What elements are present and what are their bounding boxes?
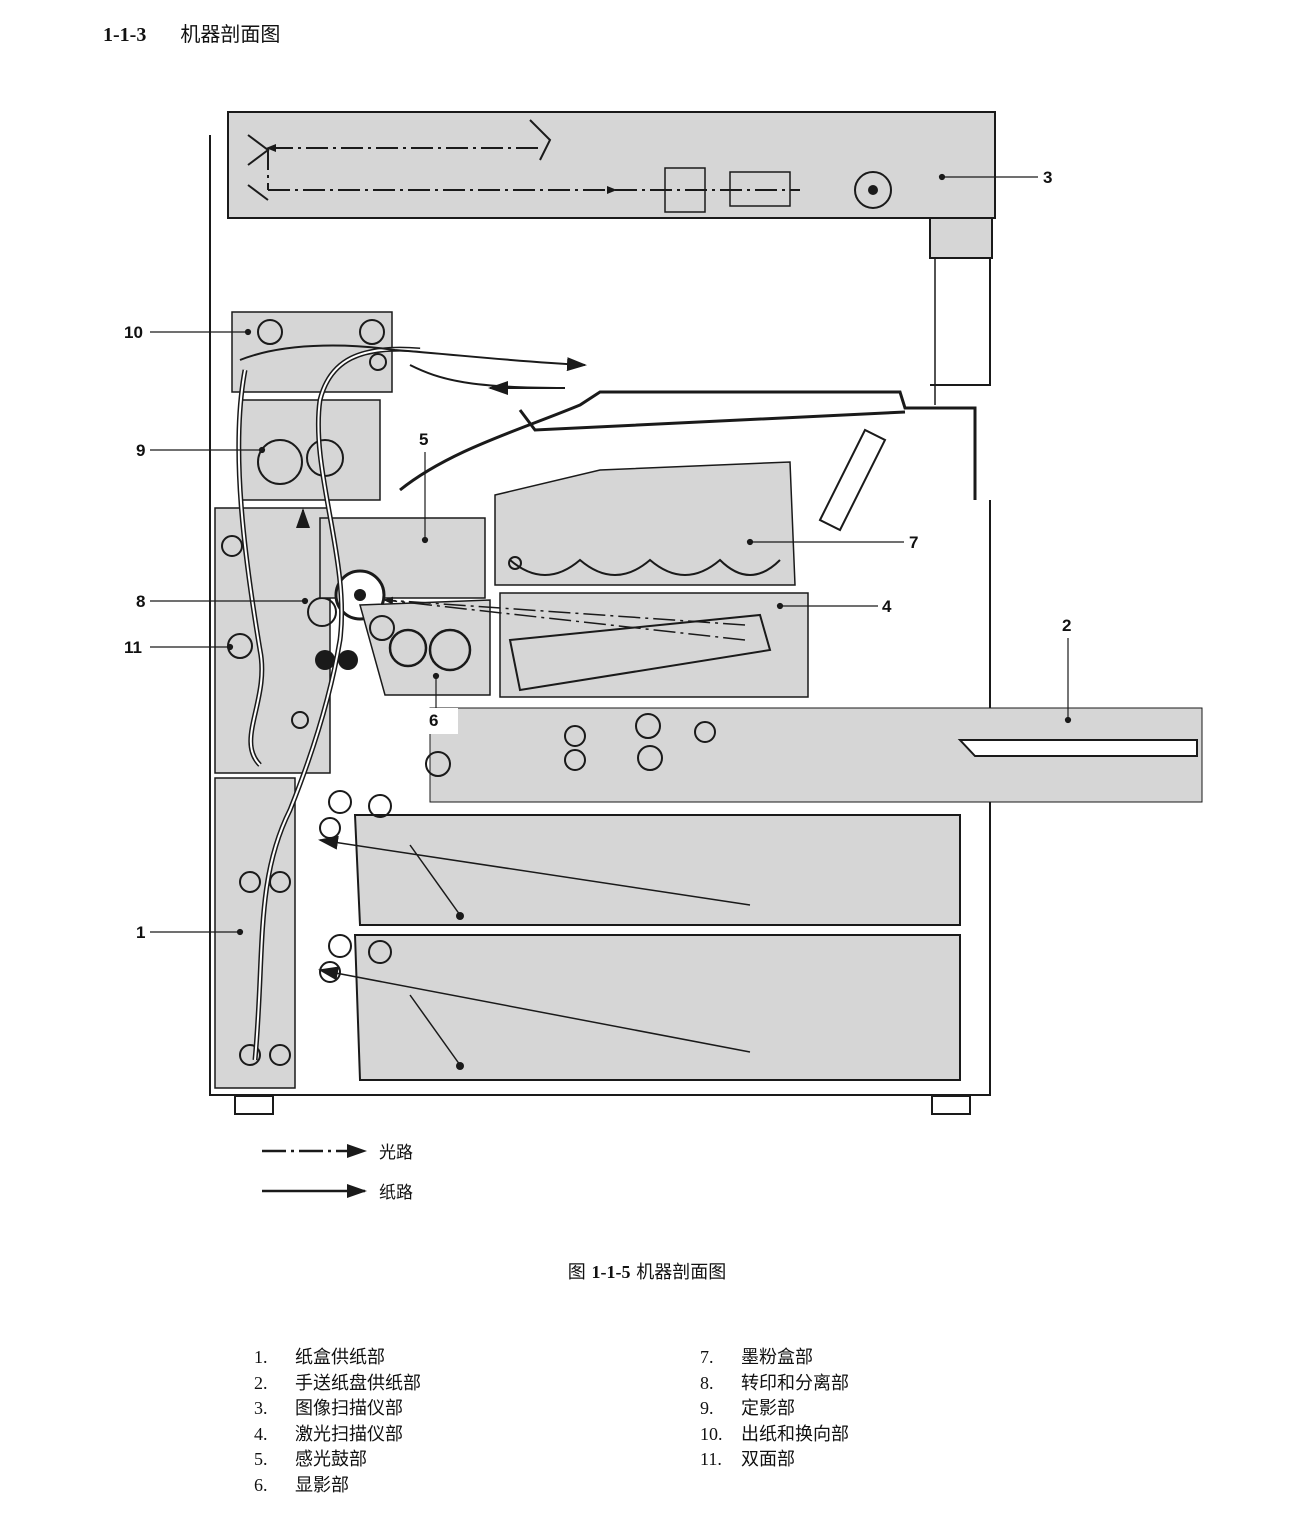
part-item: 1. 纸盒供纸部 bbox=[254, 1345, 421, 1371]
part-label: 激光扫描仪部 bbox=[295, 1423, 403, 1445]
part-item: 8. 转印和分离部 bbox=[700, 1371, 849, 1397]
part-label: 出纸和换向部 bbox=[741, 1423, 849, 1445]
part-item: 7. 墨粉盒部 bbox=[700, 1345, 849, 1371]
section-heading: 1-1-3 机器剖面图 bbox=[103, 18, 280, 47]
part-label: 定影部 bbox=[741, 1398, 795, 1419]
callouts bbox=[150, 173, 1072, 936]
part-number: 8. bbox=[700, 1372, 714, 1393]
paper-path bbox=[236, 344, 587, 1061]
duplex-transfer-region bbox=[214, 507, 337, 774]
callout-11: 11 bbox=[124, 638, 142, 657]
toner-container-unit bbox=[494, 461, 796, 586]
part-item: 9. 定影部 bbox=[700, 1396, 849, 1422]
bypass-tray-unit bbox=[291, 707, 1203, 803]
laser-scanner-unit bbox=[383, 592, 809, 698]
part-label: 显影部 bbox=[295, 1474, 349, 1496]
part-label: 双面部 bbox=[741, 1449, 795, 1470]
part-label: 墨粉盒部 bbox=[741, 1347, 813, 1368]
part-item: 10. 出纸和换向部 bbox=[700, 1422, 849, 1448]
cassette-feed-unit bbox=[214, 777, 961, 1089]
callout-8: 8 bbox=[136, 592, 145, 611]
part-item: 2. 手送纸盘供纸部 bbox=[254, 1371, 421, 1397]
parts-list-left: 1. 纸盒供纸部 2. 手送纸盘供纸部 3. 图像扫描仪部 4. 激光扫描仪部 5. 感光… bbox=[254, 1345, 421, 1498]
part-number: 7. bbox=[700, 1347, 714, 1367]
part-number: 2. bbox=[254, 1372, 268, 1393]
callout-3: 3 bbox=[1043, 168, 1052, 187]
legend-paper-path-label: 纸路 bbox=[379, 1183, 413, 1203]
image-scanner-unit bbox=[227, 111, 996, 259]
caption-prefix: 图 bbox=[567, 1262, 586, 1283]
part-label: 转印和分离部 bbox=[741, 1372, 849, 1394]
frame-structure bbox=[399, 258, 977, 532]
figure-caption: 图 1-1-5 机器剖面图 bbox=[0, 1258, 1294, 1284]
part-number: 9. bbox=[700, 1398, 714, 1418]
section-number: 1-1-3 bbox=[103, 24, 147, 46]
developer-unit bbox=[359, 599, 491, 696]
legend: 光路 纸路 bbox=[262, 1143, 413, 1203]
part-label: 图像扫描仪部 bbox=[295, 1398, 403, 1419]
machine-cross-section-diagram: 1 2 3 4 5 6 7 8 9 10 11 光路 纸路 bbox=[124, 111, 1203, 1203]
fuser-unit bbox=[239, 399, 381, 501]
parts-list-right: 7. 墨粉盒部 8. 转印和分离部 9. 定影部 10. 出纸和换向部 11. 双面部 bbox=[700, 1345, 849, 1473]
caption-title: 机器剖面图 bbox=[636, 1262, 727, 1283]
caption-number: 1-1-5 bbox=[591, 1262, 631, 1282]
callout-7: 7 bbox=[909, 533, 918, 552]
part-item: 4. 激光扫描仪部 bbox=[254, 1422, 421, 1448]
part-label: 感光鼓部 bbox=[295, 1449, 367, 1470]
callout-2: 2 bbox=[1062, 616, 1071, 635]
callout-4: 4 bbox=[882, 597, 892, 616]
part-item: 11. 双面部 bbox=[700, 1447, 849, 1473]
part-number: 5. bbox=[254, 1449, 268, 1469]
part-number: 4. bbox=[254, 1423, 268, 1444]
legend-optical-path-label: 光路 bbox=[379, 1143, 413, 1163]
callout-numbers: 1 2 3 4 5 6 7 8 9 10 11 bbox=[124, 168, 1071, 942]
part-number: 11. bbox=[700, 1449, 722, 1469]
part-number: 6. bbox=[254, 1474, 268, 1495]
callout-5: 5 bbox=[419, 430, 428, 449]
part-item: 6. 显影部 bbox=[254, 1473, 421, 1499]
part-number: 1. bbox=[254, 1347, 268, 1367]
callout-9: 9 bbox=[136, 441, 145, 460]
callout-6: 6 bbox=[429, 711, 438, 730]
callout-1: 1 bbox=[136, 923, 145, 942]
part-item: 3. 图像扫描仪部 bbox=[254, 1396, 421, 1422]
part-number: 3. bbox=[254, 1398, 268, 1418]
callout-10: 10 bbox=[124, 323, 143, 342]
part-label: 手送纸盘供纸部 bbox=[295, 1372, 421, 1394]
part-label: 纸盒供纸部 bbox=[295, 1347, 385, 1368]
part-item: 5. 感光鼓部 bbox=[254, 1447, 421, 1473]
part-number: 10. bbox=[700, 1423, 723, 1444]
section-title: 机器剖面图 bbox=[180, 22, 281, 46]
